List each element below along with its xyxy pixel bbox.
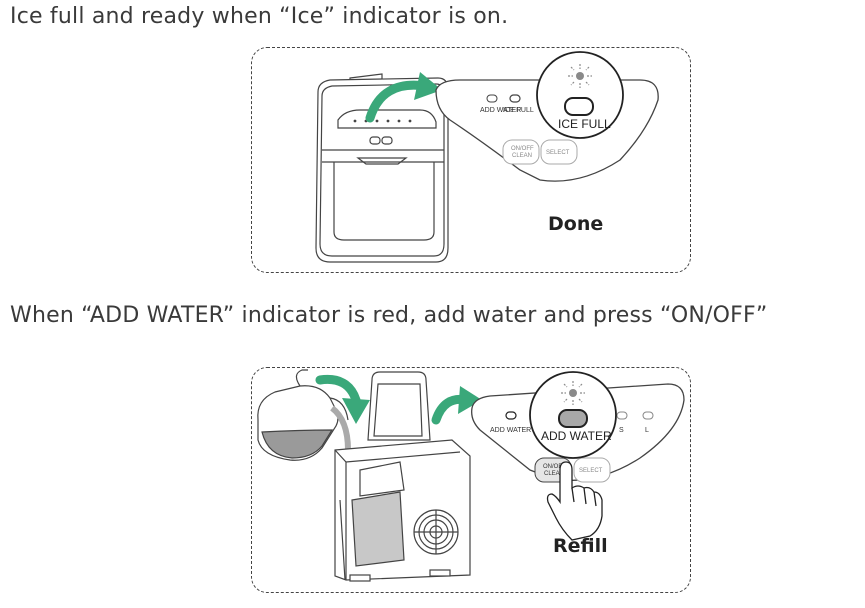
light-on-icon-2 xyxy=(561,381,585,405)
step2-frame xyxy=(251,367,691,593)
step2-caption: When “ADD WATER” indicator is red, add w… xyxy=(10,303,768,328)
green-arrow-2 xyxy=(431,386,482,425)
panel2-onoff-label: ON/OFF xyxy=(543,464,566,470)
panel2-size-s-label: S xyxy=(619,427,624,434)
control-panel-zoom-2: ADD WATER S L ON/OFF CLEAN SELECT ADD WA… xyxy=(471,371,685,483)
step1-frame xyxy=(251,47,691,273)
panel1-onoff-label: ON/OFF xyxy=(511,146,534,152)
green-arrow-1 xyxy=(365,72,442,123)
light-on-icon-1 xyxy=(568,64,592,88)
panel1-ice-full-zoom-label: ICE FULL xyxy=(558,117,611,131)
panel2-size-l-label: L xyxy=(645,427,649,434)
panel1-select-label: SELECT xyxy=(546,150,570,156)
panel1-clean-label: CLEAN xyxy=(512,153,532,159)
control-panel-zoom-1: ADD WATER ICE FULL ON/OFF CLEAN SELECT I… xyxy=(435,51,659,182)
step1-caption: Ice full and ready when “Ice” indicator … xyxy=(10,4,509,29)
step2-status-label: Refill xyxy=(553,535,608,557)
pressing-hand-icon xyxy=(546,461,603,541)
add-water-indicator-light xyxy=(558,409,588,428)
green-arrow-pour xyxy=(315,374,370,424)
panel2-add-water-label: ADD WATER xyxy=(490,427,531,434)
water-pitcher-illustration xyxy=(257,369,349,461)
highlight-circle-1 xyxy=(536,51,624,139)
ice-maker-open-illustration xyxy=(334,371,471,582)
front-panel-dots xyxy=(353,119,412,123)
panel1-ice-full-label: ICE FULL xyxy=(503,107,534,114)
panel2-clean-label: CLEAN xyxy=(544,471,564,477)
step1-status-label: Done xyxy=(548,213,603,235)
panel2-select-label: SELECT xyxy=(579,468,603,474)
ice-full-indicator-light xyxy=(564,97,594,116)
panel2-add-water-zoom-label: ADD WATER xyxy=(541,429,612,443)
panel1-add-water-label: ADD WATER xyxy=(480,107,521,114)
ice-maker-front-illustration xyxy=(315,73,449,263)
